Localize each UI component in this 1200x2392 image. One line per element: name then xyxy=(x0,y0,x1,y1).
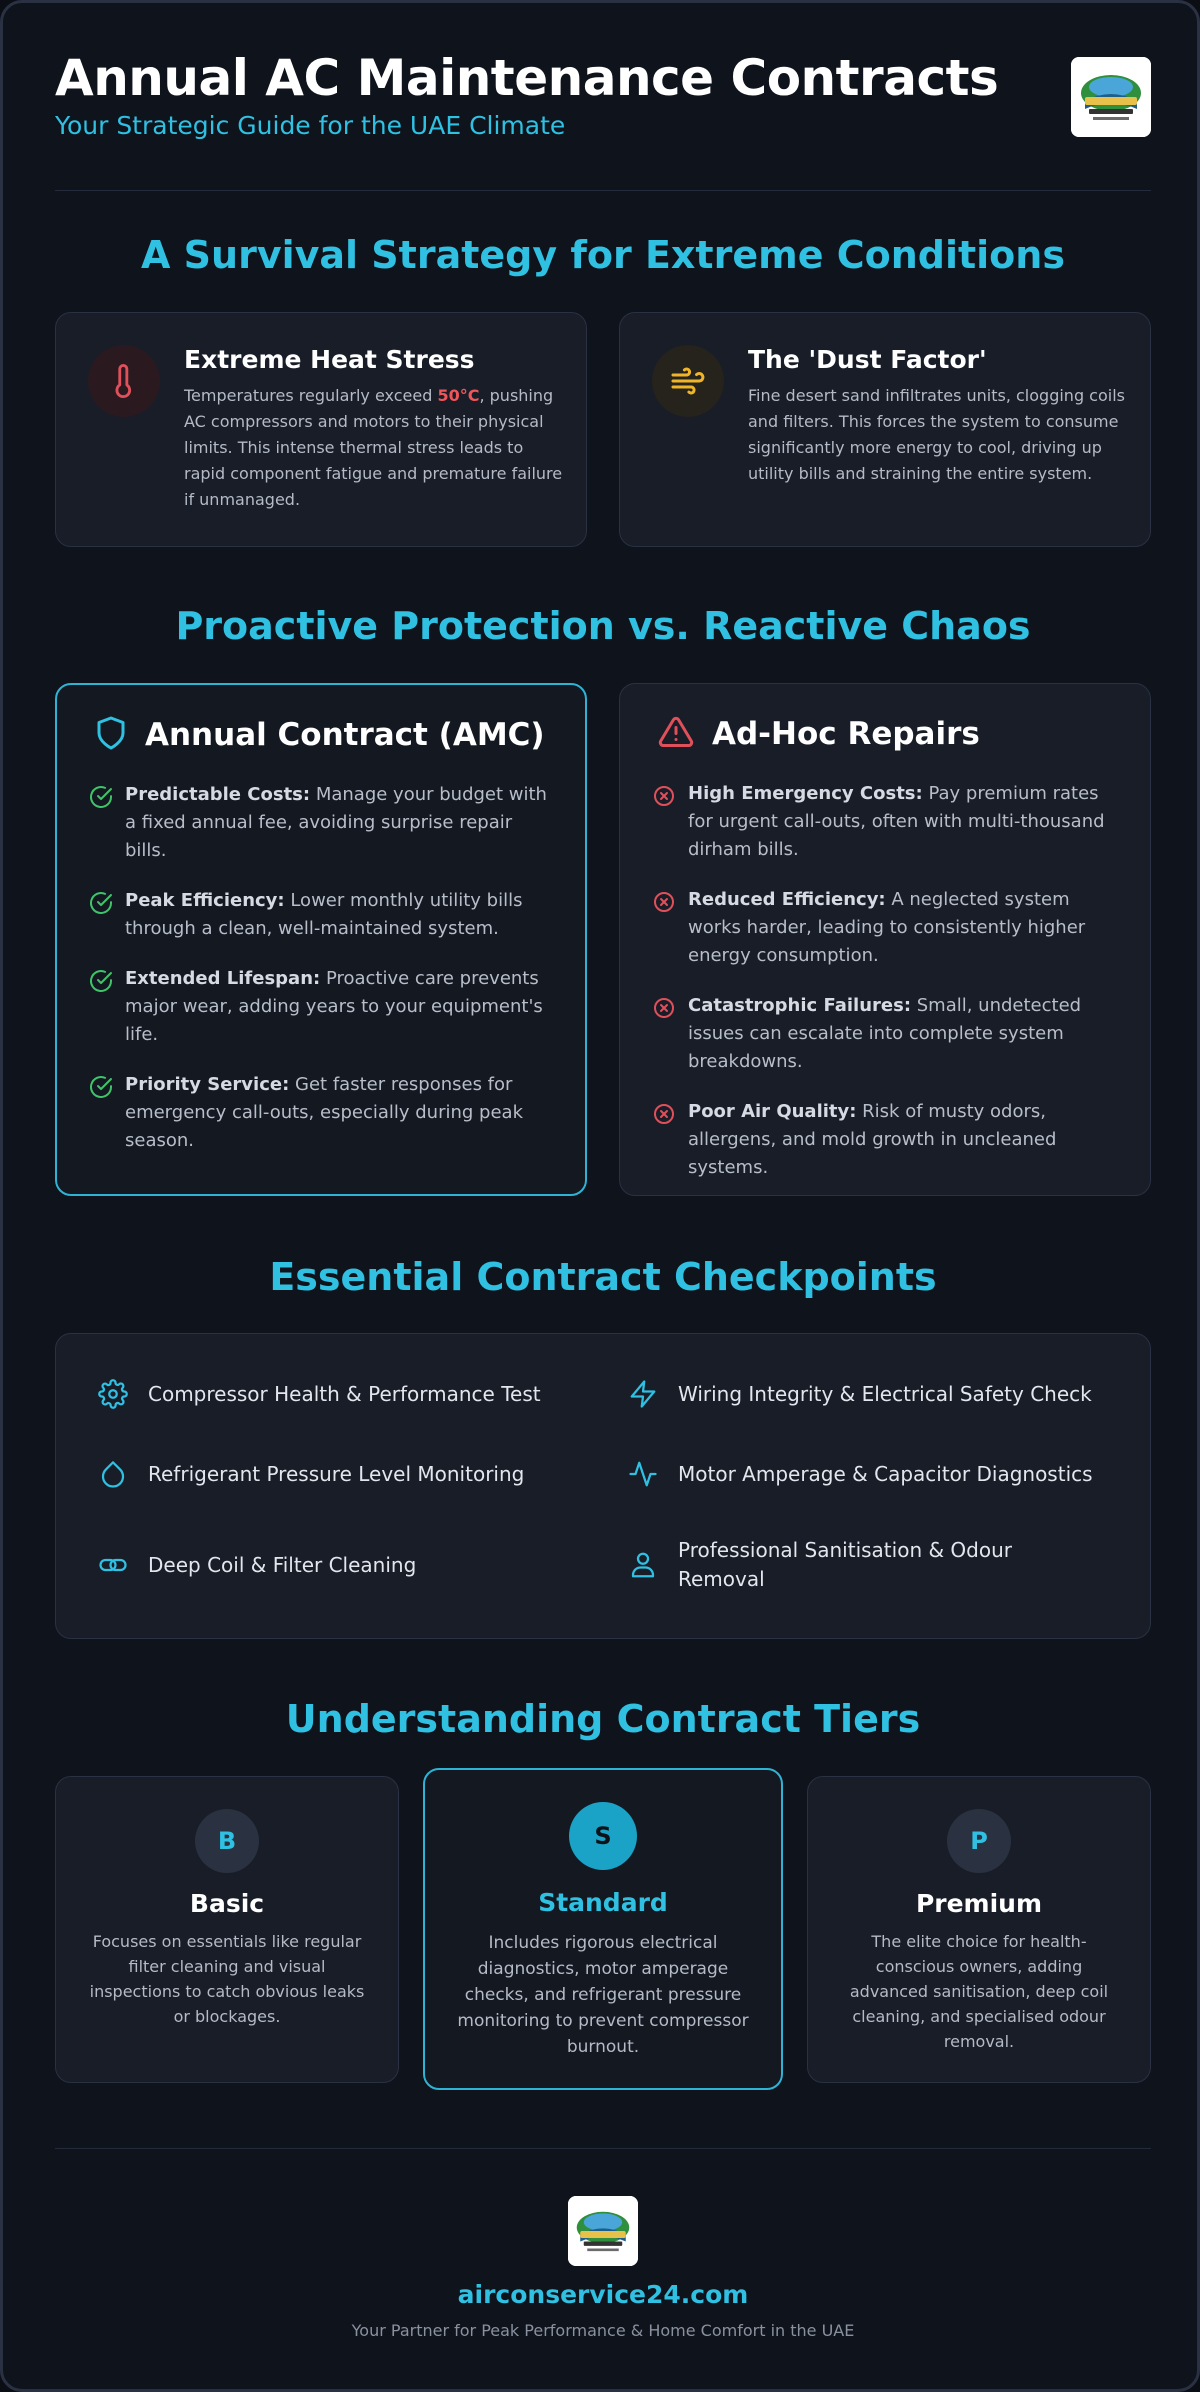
section-title-checkpoints: Essential Contract Checkpoints xyxy=(269,1255,937,1299)
tier-description: Focuses on essentials like regular filte… xyxy=(89,1932,365,2026)
checkpoints-card: Compressor Health & Performance Test Wir… xyxy=(55,1333,1151,1639)
droplet-icon xyxy=(101,1461,125,1488)
tier-badge: B xyxy=(195,1809,259,1873)
tier-name: Standard xyxy=(538,1888,668,1917)
dust-factor-card: The 'Dust Factor' Fine desert sand infil… xyxy=(619,312,1151,547)
checkpoint-item: Professional Sanitisation & Odour Remova… xyxy=(628,1536,1028,1594)
heat-stress-card: Extreme Heat Stress Temperatures regular… xyxy=(55,312,587,547)
tier-card-standard: S Standard Includes rigorous electrical … xyxy=(423,1768,783,2090)
page-title: Annual AC Maintenance Contracts xyxy=(55,49,999,107)
person-icon xyxy=(631,1552,655,1578)
thermometer-icon xyxy=(88,345,160,417)
tier-description: The elite choice for health-conscious ow… xyxy=(849,1932,1109,2051)
list-item: Predictable Costs: Manage your budget wi… xyxy=(89,781,559,865)
list-item: Peak Efficiency: Lower monthly utility b… xyxy=(89,887,559,943)
checkpoint-label: Deep Coil & Filter Cleaning xyxy=(148,1552,417,1577)
tier-description: Includes rigorous electrical diagnostics… xyxy=(457,1933,749,2057)
heat-stress-text: Temperatures regularly exceed 50°C, push… xyxy=(184,386,563,509)
x-circle-icon xyxy=(654,892,674,912)
list-item: Extended Lifespan: Proactive care preven… xyxy=(89,965,559,1049)
list-item: Reduced Efficiency: A neglected system w… xyxy=(652,886,1122,970)
checkpoint-label: Professional Sanitisation & Odour Remova… xyxy=(678,1538,1013,1591)
header: Annual AC Maintenance Contracts Your Str… xyxy=(55,47,1151,147)
list-item: Catastrophic Failures: Small, undetected… xyxy=(652,992,1122,1076)
check-circle-icon xyxy=(90,970,112,992)
x-circle-icon xyxy=(654,998,674,1018)
section-title-comparison: Proactive Protection vs. Reactive Chaos xyxy=(175,604,1031,648)
amc-heading: Annual Contract (AMC) xyxy=(93,715,545,755)
adhoc-title: Ad-Hoc Repairs xyxy=(712,716,980,752)
heat-stress-title: Extreme Heat Stress xyxy=(184,345,475,374)
checkpoint-label: Refrigerant Pressure Level Monitoring xyxy=(148,1461,525,1486)
adhoc-heading: Ad-Hoc Repairs xyxy=(656,714,980,754)
lightning-icon xyxy=(630,1380,656,1408)
adhoc-risks-list: High Emergency Costs: Pay premium rates … xyxy=(652,780,1122,1204)
gear-icon xyxy=(98,1379,128,1409)
section-title-conditions: A Survival Strategy for Extreme Conditio… xyxy=(141,233,1065,277)
section-title-tiers: Understanding Contract Tiers xyxy=(285,1697,921,1741)
website-link[interactable]: airconservice24.com xyxy=(457,2280,749,2309)
amc-card: Annual Contract (AMC) Predictable Costs:… xyxy=(55,683,587,1196)
checkpoint-item: Motor Amperage & Capacitor Diagnostics xyxy=(628,1459,1128,1489)
checkpoint-item: Compressor Health & Performance Test xyxy=(98,1379,588,1409)
check-circle-icon xyxy=(90,1076,112,1098)
tier-badge: P xyxy=(947,1809,1011,1873)
dust-factor-text: Fine desert sand infiltrates units, clog… xyxy=(748,386,1125,483)
amc-benefits-list: Predictable Costs: Manage your budget wi… xyxy=(89,781,559,1177)
coil-icon xyxy=(99,1558,127,1572)
header-divider xyxy=(55,190,1151,191)
checkpoint-label: Compressor Health & Performance Test xyxy=(148,1381,541,1406)
warning-icon xyxy=(656,714,696,754)
check-circle-icon xyxy=(90,892,112,914)
tier-name: Basic xyxy=(189,1889,265,1918)
adhoc-card: Ad-Hoc Repairs High Emergency Costs: Pay… xyxy=(619,683,1151,1196)
checkpoint-item: Wiring Integrity & Electrical Safety Che… xyxy=(628,1379,1128,1409)
pulse-icon xyxy=(629,1461,657,1487)
x-circle-icon xyxy=(654,1104,674,1124)
checkpoint-label: Wiring Integrity & Electrical Safety Che… xyxy=(678,1381,1092,1406)
checkpoint-item: Deep Coil & Filter Cleaning xyxy=(98,1550,588,1580)
tier-badge: S xyxy=(569,1802,637,1870)
x-circle-icon xyxy=(654,786,674,806)
list-item: Priority Service: Get faster responses f… xyxy=(89,1071,559,1155)
amc-title: Annual Contract (AMC) xyxy=(145,717,545,753)
footer-tagline: Your Partner for Peak Performance & Home… xyxy=(351,2321,855,2340)
tier-card-premium: P Premium The elite choice for health-co… xyxy=(807,1776,1151,2083)
tier-name: Premium xyxy=(915,1889,1043,1918)
dust-factor-title: The 'Dust Factor' xyxy=(748,345,987,374)
tier-card-basic: B Basic Focuses on essentials like regul… xyxy=(55,1776,399,2083)
shield-icon xyxy=(93,715,129,755)
page-subtitle: Your Strategic Guide for the UAE Climate xyxy=(55,111,566,140)
brand-logo xyxy=(1071,57,1151,137)
footer-divider xyxy=(55,2148,1151,2149)
wind-icon xyxy=(652,345,724,417)
footer-logo xyxy=(568,2196,638,2266)
list-item: Poor Air Quality: Risk of musty odors, a… xyxy=(652,1098,1122,1182)
checkpoint-item: Refrigerant Pressure Level Monitoring xyxy=(98,1459,588,1489)
temperature-highlight: 50°C xyxy=(437,386,480,405)
checkpoint-label: Motor Amperage & Capacitor Diagnostics xyxy=(678,1461,1093,1486)
list-item: High Emergency Costs: Pay premium rates … xyxy=(652,780,1122,864)
check-circle-icon xyxy=(90,786,112,808)
